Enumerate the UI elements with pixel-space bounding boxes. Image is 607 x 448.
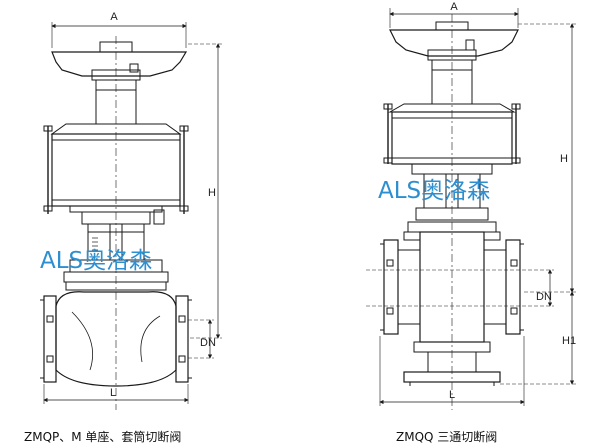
right-label-h1: H1 — [562, 335, 576, 347]
left-label-h: H — [208, 187, 216, 199]
right-label-a: A — [450, 1, 458, 13]
left-label-dn: DN — [200, 337, 216, 349]
left-watermark: ALS奥洛森 — [40, 248, 152, 274]
right-label-h: H — [560, 153, 568, 165]
left-valve-drawing — [40, 22, 222, 410]
right-valve-drawing — [366, 8, 578, 410]
right-caption: ZMQQ 三通切断阀 — [396, 429, 497, 444]
left-valve-body — [55, 291, 177, 387]
right-watermark: ALS奥洛森 — [378, 178, 490, 204]
left-label-l: L — [110, 387, 116, 399]
right-label-dn: DN — [536, 291, 552, 303]
right-top-plate — [389, 29, 519, 57]
right-label-l: L — [449, 389, 455, 401]
left-label-a: A — [110, 11, 118, 23]
left-top-plate — [51, 51, 188, 77]
left-caption: ZMQP、M 单座、套筒切断阀 — [24, 429, 181, 444]
